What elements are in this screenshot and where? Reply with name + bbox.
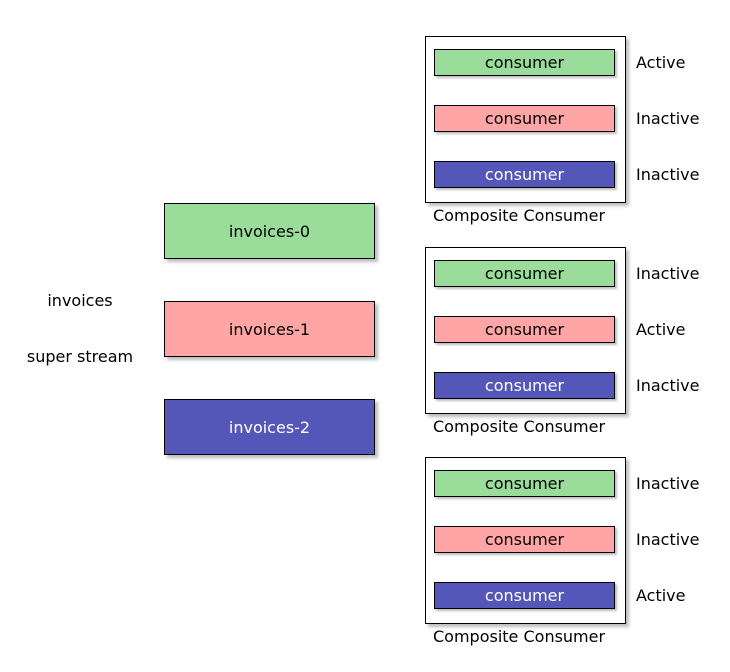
consumer-label: consumer <box>484 376 565 395</box>
consumer-label: consumer <box>484 109 565 128</box>
consumer-box-green: consumer <box>434 49 615 76</box>
consumer-box-blue: consumer <box>434 372 615 399</box>
consumer-label: consumer <box>484 474 565 493</box>
consumer-label: consumer <box>484 530 565 549</box>
composite-consumer-box-1: consumer Active consumer Inactive consum… <box>425 36 700 225</box>
status-label: Inactive <box>636 376 700 395</box>
partition-box-invoices-0: invoices-0 <box>164 203 375 259</box>
status-label: Inactive <box>636 530 700 549</box>
composite-consumer-caption: Composite Consumer <box>433 627 606 646</box>
partition-label: invoices-1 <box>228 319 311 339</box>
consumer-box-pink: consumer <box>434 316 615 343</box>
status-label: Inactive <box>636 165 700 184</box>
composite-consumer-caption: Composite Consumer <box>433 417 606 436</box>
composite-consumer-caption: Composite Consumer <box>433 206 606 225</box>
super-stream-label: super stream <box>26 347 134 366</box>
consumer-label: consumer <box>484 53 565 72</box>
partition-box-invoices-1: invoices-1 <box>164 301 375 357</box>
consumer-label: consumer <box>484 320 565 339</box>
consumer-box-pink: consumer <box>434 105 615 132</box>
status-label: Inactive <box>636 109 700 128</box>
consumer-label: consumer <box>484 264 565 283</box>
composite-consumer-box-3: consumer Inactive consumer Inactive cons… <box>425 457 700 646</box>
consumer-box-pink: consumer <box>434 526 615 553</box>
stream-name-label: invoices <box>47 291 113 310</box>
consumer-box-blue: consumer <box>434 161 615 188</box>
status-label: Inactive <box>636 264 700 283</box>
status-label: Inactive <box>636 474 700 493</box>
partition-label: invoices-0 <box>228 221 311 241</box>
status-label: Active <box>636 586 686 605</box>
partition-label: invoices-2 <box>228 417 311 437</box>
consumer-box-blue: consumer <box>434 582 615 609</box>
status-label: Active <box>636 53 686 72</box>
partition-box-invoices-2: invoices-2 <box>164 399 375 455</box>
consumer-box-green: consumer <box>434 470 615 497</box>
consumer-box-green: consumer <box>434 260 615 287</box>
status-label: Active <box>636 320 686 339</box>
consumer-label: consumer <box>484 586 565 605</box>
consumer-label: consumer <box>484 165 565 184</box>
composite-consumer-box-2: consumer Inactive consumer Active consum… <box>425 247 700 436</box>
